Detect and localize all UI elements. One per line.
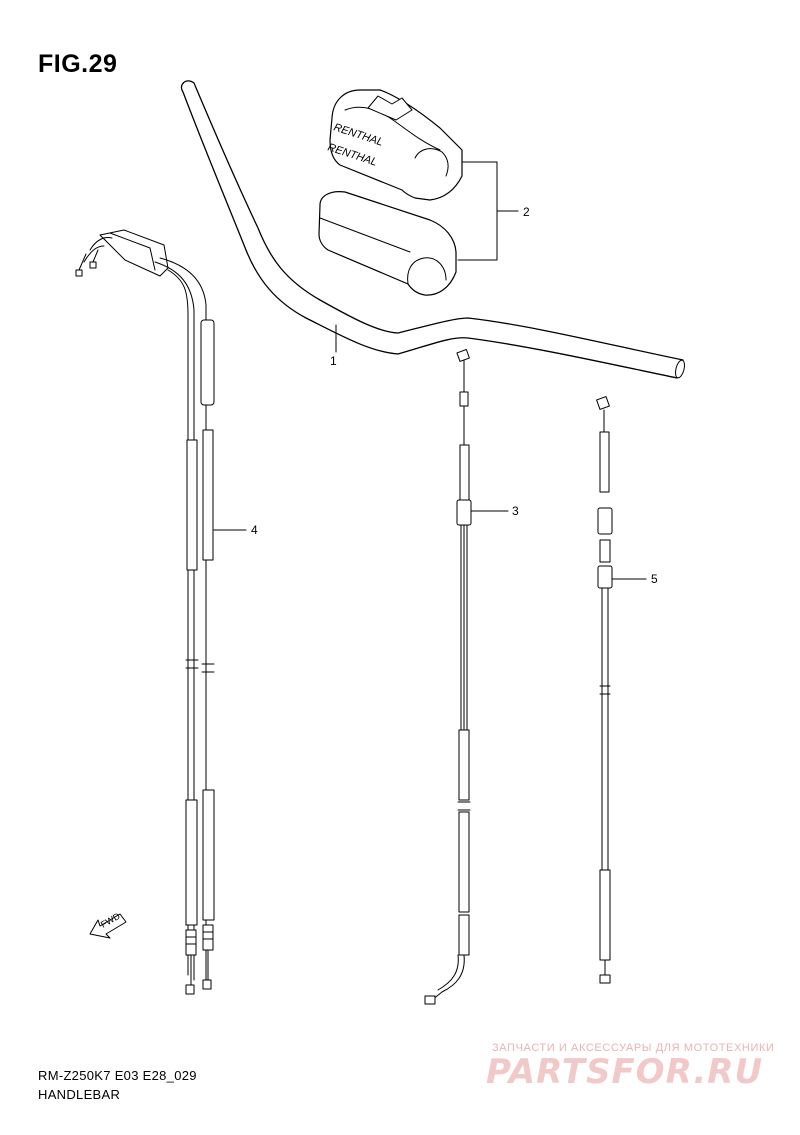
model-code-caption: RM-Z250K7 E03 E28_029: [38, 1068, 197, 1083]
clutch-cable[interactable]: [424, 349, 472, 1005]
callout-5: 5: [651, 572, 658, 586]
figure-title: FIG.29: [38, 50, 118, 78]
handlebar-part[interactable]: [180, 80, 686, 379]
handlebar-pad-foam[interactable]: [318, 191, 457, 296]
pad-callout-bracket: [457, 161, 519, 261]
callout-2: 2: [523, 205, 530, 219]
figure-name-caption: HANDLEBAR: [38, 1087, 121, 1102]
callout-4: 4: [251, 523, 258, 537]
forward-arrow-icon: FWD: [89, 911, 127, 939]
throttle-cable-assembly[interactable]: [75, 229, 215, 995]
handlebar-pad-cover[interactable]: RENTHAL RENTHAL: [326, 89, 463, 201]
hot-start-cable[interactable]: [596, 396, 613, 984]
watermark-tagline: ЗАПЧАСТИ И АКСЕССУАРЫ ДЛЯ МОТОТЕХНИКИ: [492, 1042, 775, 1054]
callout-1: 1: [330, 354, 337, 368]
callout-3: 3: [512, 504, 519, 518]
watermark-logo: PARTSFOR.RU: [486, 1052, 764, 1092]
